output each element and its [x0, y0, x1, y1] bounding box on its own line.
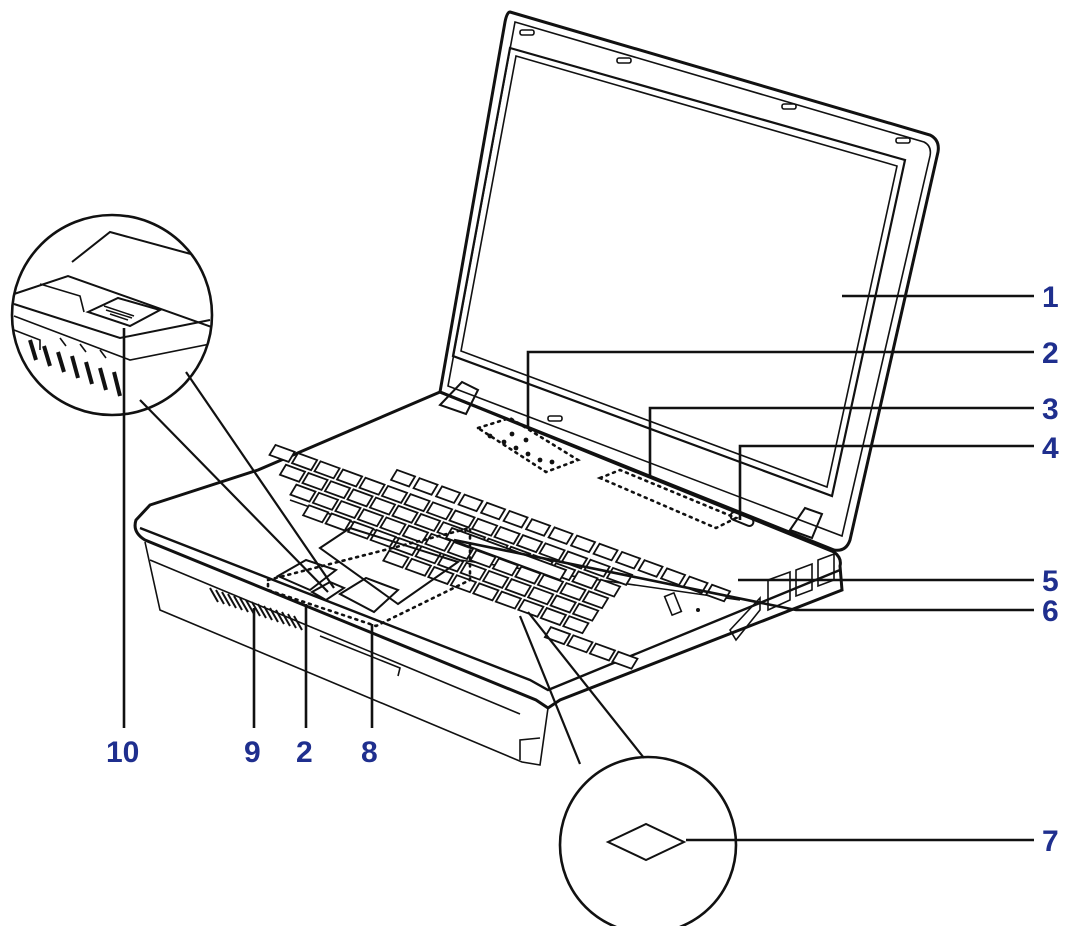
hinges [438, 380, 824, 540]
callout-label-2-bottom: 2 [296, 736, 313, 769]
power-button [729, 511, 755, 527]
keyboard-key [524, 518, 552, 537]
keyboard-key [560, 550, 589, 570]
keyboard-key [637, 559, 664, 578]
callout-labels: 1 2 3 4 5 6 7 8 9 10 2 [106, 281, 1059, 858]
keyboard-key [614, 550, 642, 570]
keyboard-key [290, 452, 319, 472]
keyboard-key [611, 650, 639, 670]
keyboard-key [323, 480, 352, 500]
touchpad-area [266, 526, 472, 628]
keyboard-key [459, 561, 488, 581]
keyboard-key [448, 509, 476, 529]
keyboard-key [425, 501, 454, 521]
keyboard-key [389, 468, 417, 488]
keyboard-key [391, 504, 419, 524]
callout-label-4: 4 [1042, 432, 1059, 465]
callout-label-6: 6 [1042, 595, 1059, 628]
keyboard-key [566, 634, 594, 654]
keyboard-key [301, 504, 330, 524]
bottom-magnifier [558, 755, 738, 926]
fingerprint-magnifier [10, 213, 214, 417]
keyboard-key [379, 516, 407, 536]
keyboard-key [469, 549, 497, 569]
keyboard-key [493, 525, 521, 545]
right-click-button [337, 576, 400, 614]
indicator-area-top [474, 416, 581, 474]
display-lid [438, 10, 940, 552]
keyboard-key [571, 570, 599, 590]
keyboard-key [412, 477, 439, 496]
keyboard-key [547, 526, 574, 546]
keyboard-key [494, 590, 523, 610]
keyboard-key [334, 499, 362, 520]
keyboard-key [446, 540, 475, 561]
keyboard-key [588, 642, 617, 662]
keyboard-key [526, 586, 555, 606]
keyboard-key [682, 575, 709, 595]
keyboard-key [313, 460, 341, 480]
keyboard-key [380, 484, 409, 504]
callout-label-5: 5 [1042, 565, 1059, 598]
fingerprint-sensor [309, 580, 347, 602]
keyboard-key [549, 594, 578, 614]
vent-grille [209, 587, 303, 631]
keyboard-key [592, 542, 619, 562]
keyboard-key [289, 483, 317, 503]
keyboard-key [502, 509, 529, 529]
callout-label-2: 2 [1042, 337, 1059, 370]
keyboard-key [278, 463, 307, 483]
keyboard-key [593, 578, 622, 598]
keyboard-key [515, 534, 544, 554]
keyboard-key [403, 493, 431, 513]
lcd-screen [451, 46, 907, 498]
speaker-area [596, 468, 740, 530]
keyboard-key [404, 557, 433, 577]
keyboard-key [358, 476, 386, 496]
keyboard-key [571, 602, 600, 622]
keyboard-key [311, 491, 340, 511]
callout-label-7: 7 [1042, 825, 1059, 858]
touchpad [275, 526, 461, 614]
callout-label-8: 8 [361, 736, 378, 769]
callout-lines [122, 294, 1034, 842]
keyboard-key [559, 581, 587, 602]
keyboard-key [581, 590, 610, 610]
callout-label-1: 1 [1042, 281, 1059, 314]
bottom-part-shape [605, 822, 687, 862]
keyboard-key [471, 582, 500, 602]
keyboard-key [335, 468, 364, 488]
keyboard-key [356, 508, 385, 528]
keyboard-key [434, 485, 462, 505]
keyboard-key [426, 565, 455, 586]
keyboard-key [539, 606, 568, 627]
callout-label-3: 3 [1042, 393, 1059, 426]
keyboard-key [268, 443, 296, 463]
keyboard [268, 443, 732, 670]
keyboard-key [457, 493, 484, 513]
keyboard-key [569, 534, 597, 554]
callout-label-10: 10 [106, 736, 139, 769]
callout-label-9: 9 [244, 736, 261, 769]
keyboard-key [470, 517, 499, 537]
keyboard-key [543, 626, 572, 646]
keyboard-key [516, 598, 545, 618]
keyboard-key [381, 549, 410, 569]
indicator-dots [487, 431, 555, 465]
keyboard-key [481, 569, 510, 589]
keyboard-key [301, 471, 329, 492]
keyboard-key [561, 615, 590, 635]
keyboard-key [346, 488, 374, 508]
keyboard-key [479, 501, 507, 521]
keyboard-key [504, 578, 533, 598]
keyboard-key [413, 512, 442, 533]
left-click-button [275, 558, 339, 592]
keyboard-key [436, 553, 465, 573]
keyboard-key [368, 496, 397, 516]
keyboard-key [401, 524, 430, 544]
